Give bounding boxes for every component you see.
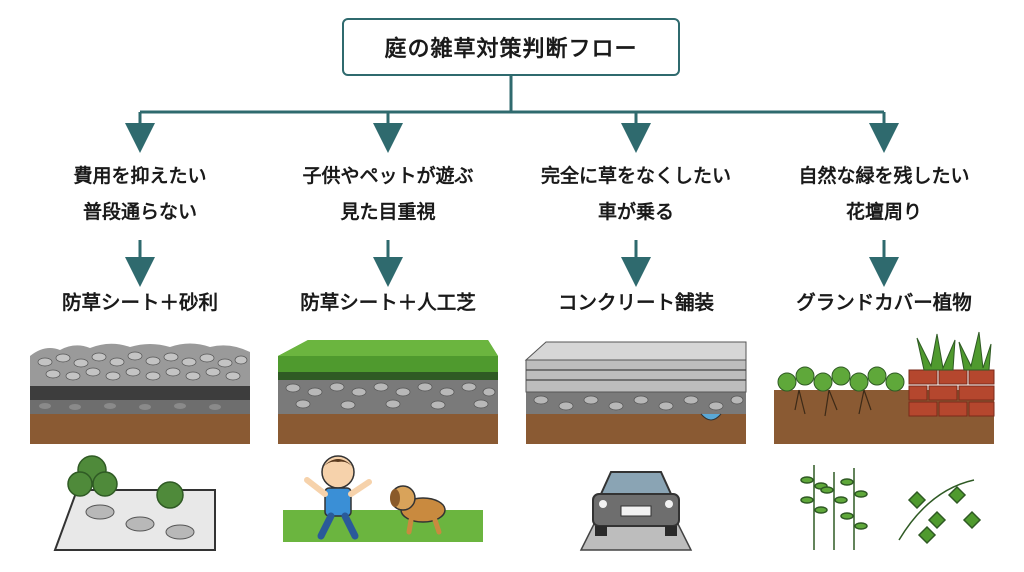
concrete-cross-section	[524, 341, 747, 444]
solution-label: グランドカバー植物	[796, 291, 972, 314]
condition-text: 子供やペットが遊ぶ 見た目重視	[263, 158, 513, 230]
solution-label: コンクリート舗装	[557, 291, 714, 314]
condition-line-2: 普段通らない	[82, 201, 197, 223]
gravel-cross-section	[30, 343, 250, 444]
condition-line-2: 花壇周り	[845, 201, 922, 223]
condition-line-1: 子供やペットが遊ぶ	[302, 165, 474, 187]
gravel-garden-illustration	[53, 455, 216, 551]
condition-text: 完全に草をなくしたい 車が乗る	[511, 158, 761, 230]
solution-label: 防草シート＋人工芝	[300, 291, 476, 314]
car-driveway-illustration	[579, 471, 693, 551]
groundcover-plants-illustration	[800, 465, 982, 550]
condition-text: 自然な緑を残したい 花壇周り	[759, 158, 1009, 230]
condition-line-1: 自然な緑を残したい	[798, 165, 970, 187]
child-and-dog-illustration	[283, 455, 483, 542]
condition-line-1: 費用を抑えたい	[73, 165, 207, 187]
turf-cross-section	[278, 340, 498, 444]
condition-text: 費用を抑えたい 普段通らない	[15, 158, 265, 230]
condition-line-1: 完全に草をなくしたい	[540, 165, 731, 187]
groundcover-cross-section	[774, 331, 995, 444]
condition-line-2: 見た目重視	[340, 201, 436, 223]
condition-line-2: 車が乗る	[597, 201, 674, 223]
flow-title: 庭の雑草対策判断フロー	[342, 18, 680, 76]
solution-label: 防草シート＋砂利	[61, 291, 218, 314]
